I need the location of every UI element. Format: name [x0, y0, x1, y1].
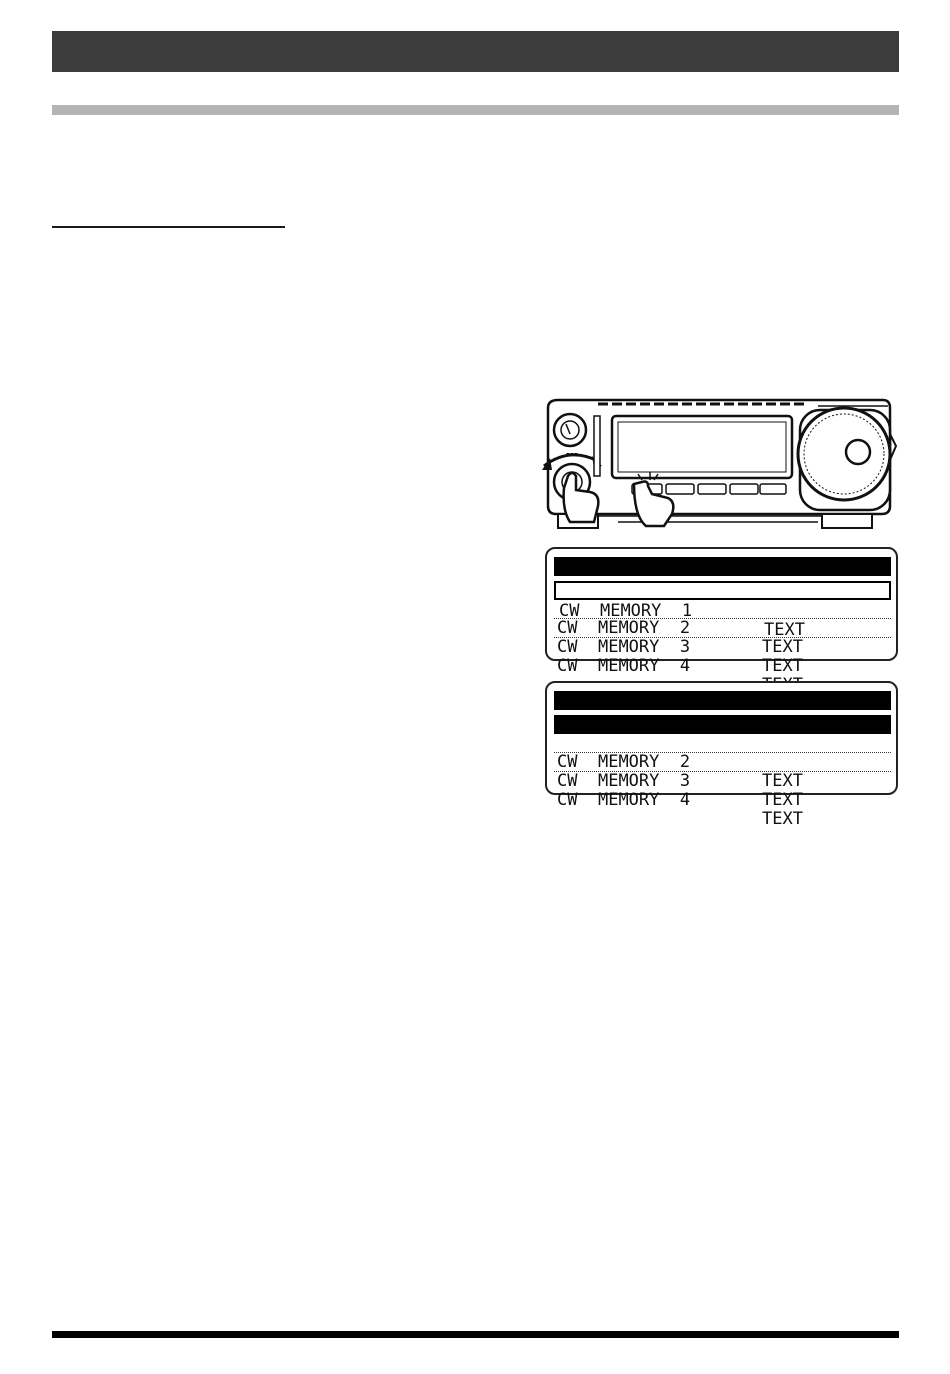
footer-rule: [52, 1331, 899, 1338]
menu-row-name: CW MEMORY 1: [557, 733, 691, 753]
menu-row-name: CW MEMORY 1: [559, 601, 693, 621]
menu-row: CW MEMORY 2 TEXT: [554, 600, 891, 657]
menu-row-name: CW MEMORY 2: [557, 752, 691, 772]
menu-row: CW MEMORY 3 TEXT: [554, 753, 891, 810]
menu-row-value: TEXT: [762, 656, 803, 676]
menu-row-value: MESSAGE: [762, 752, 834, 772]
transceiver-front-panel-icon: ▪▪▪: [542, 398, 898, 529]
menu-row: CW MEMORY 2 TEXT: [554, 734, 891, 791]
menu-row-name: CW MEMORY 4: [557, 790, 691, 810]
menu-label: MENU: [557, 575, 598, 595]
menu-row-value: TEXT: [762, 637, 803, 657]
section-header-bar: [52, 31, 899, 72]
heading-underline: [52, 226, 285, 228]
pressing-hand-icon: [562, 471, 675, 528]
menu-row-name: CW MEMORY 2: [557, 618, 691, 638]
menu-display-after: MENU 04-07 KEYER CW MEMORY 1 MESSAGE CW …: [545, 681, 898, 829]
menu-row-value: TEXT: [762, 771, 803, 791]
menu-row-name: CW MEMORY 4: [557, 656, 691, 676]
menu-row-highlighted: CW MEMORY 1 MESSAGE: [554, 715, 891, 772]
menu-row-value: TEXT: [762, 790, 803, 810]
menu-row-value: TEXT: [764, 620, 805, 640]
menu-row-name: CW MEMORY 3: [557, 771, 691, 791]
menu-row: CW MEMORY 4 TEXT: [554, 638, 891, 695]
menu-title-row: MENU 04-07 KEYER: [554, 691, 891, 767]
svg-text:▪▪▪: ▪▪▪: [566, 451, 578, 458]
menu-row: CW MEMORY 4 TEXT: [554, 772, 891, 829]
menu-display-before: MENU 04-07 KEYER CW MEMORY 1 TEXT CW MEM…: [545, 547, 898, 695]
menu-row-value: TEXT: [762, 809, 803, 829]
subsection-bar: [52, 105, 899, 115]
menu-row: CW MEMORY 3 TEXT: [554, 619, 891, 676]
menu-row-name: CW MEMORY 3: [557, 637, 691, 657]
menu-title-row: MENU 04-07 KEYER: [554, 557, 891, 633]
menu-row-selected: CW MEMORY 1 TEXT: [554, 581, 891, 640]
